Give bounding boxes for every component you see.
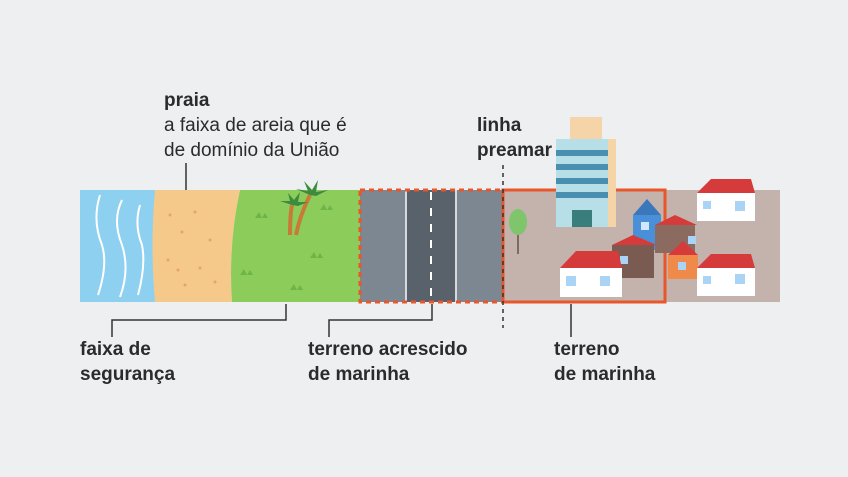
beach-desc-2: de domínio da União [164, 140, 340, 161]
house-icon [655, 215, 697, 253]
house-icon [560, 251, 622, 297]
tree-icon [509, 209, 527, 254]
tide-label: linha preamar [477, 113, 552, 163]
grass-strip [231, 190, 360, 302]
safety-label-1: faixa de [80, 339, 151, 360]
building-icon [556, 117, 616, 227]
house-icon [697, 254, 755, 296]
tide-label-2: preamar [477, 140, 552, 161]
safety-label: faixa de segurança [80, 337, 175, 387]
house-icon [668, 241, 698, 279]
wave-icon [95, 194, 106, 296]
beach-desc-1: a faixa de areia que é [164, 115, 347, 136]
palm-tree-icon [280, 180, 328, 236]
grass-tufts [240, 204, 333, 290]
marine-label-2: de marinha [554, 364, 656, 385]
accretion-connector [328, 304, 433, 337]
accretion-label: terreno acrescido de marinha [308, 337, 467, 387]
sand-strip [152, 190, 240, 302]
marine-label-1: terreno [554, 339, 620, 360]
accretion-label-2: de marinha [308, 364, 410, 385]
safety-connector [111, 304, 287, 337]
beach-title: praia [164, 90, 210, 111]
sand-dots [166, 210, 217, 287]
sea-strip [80, 190, 155, 302]
tide-label-1: linha [477, 115, 522, 136]
wave-icon [116, 199, 127, 298]
wave-icon [136, 204, 145, 296]
marine-label: terreno de marinha [554, 337, 655, 387]
safety-label-2: segurança [80, 364, 176, 385]
beach-label: praia a faixa de areia que é de domínio … [164, 88, 347, 163]
accretion-label-1: terreno acrescido [308, 339, 468, 360]
house-icon [697, 179, 755, 221]
